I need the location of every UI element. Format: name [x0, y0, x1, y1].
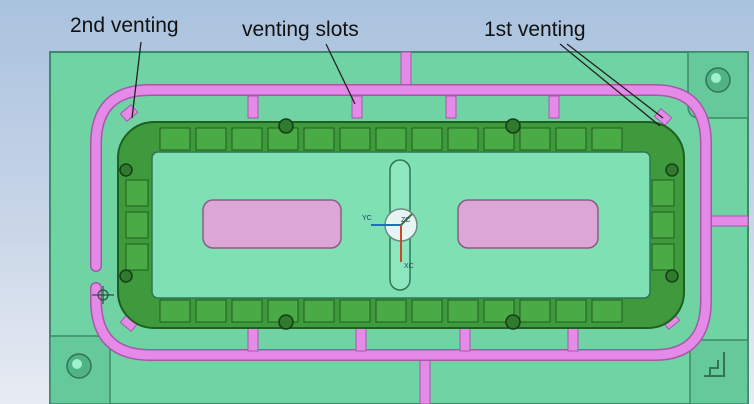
leader-line-1st-venting-a — [566, 43, 664, 119]
venting-slot — [459, 326, 471, 352]
venting-slot — [653, 107, 673, 127]
axis-label-zc: ZC — [401, 217, 410, 224]
axis-label-xc: XC — [404, 263, 414, 270]
leader-line-2nd-venting — [131, 41, 142, 119]
leader-line-1st-venting-b — [559, 43, 661, 127]
pocket-left — [202, 199, 342, 249]
ejector-pins — [119, 118, 679, 330]
venting-slot — [351, 95, 363, 119]
venting-slot — [548, 95, 560, 119]
axis-label-yc: YC — [362, 215, 372, 222]
cavity-cells — [125, 127, 675, 323]
datum-symbol-icon — [92, 286, 114, 304]
label-1st-venting: 1st venting — [484, 18, 586, 41]
vent-channel-outer-fill — [91, 85, 711, 360]
label-venting-slots: venting slots — [242, 18, 359, 41]
exit-vent-bottom — [419, 359, 431, 404]
venting-slot — [567, 326, 579, 352]
label-2nd-venting: 2nd venting — [70, 14, 179, 37]
axis-triad: YC ZC XC — [362, 213, 414, 270]
guide-pin-highlight — [711, 73, 721, 83]
venting-slots — [119, 95, 681, 352]
venting-slot — [445, 95, 457, 119]
guide-pin-highlight — [72, 359, 82, 369]
venting-slot — [247, 95, 259, 119]
step-mark-icon — [704, 352, 725, 377]
leader-line-venting-slots — [325, 43, 356, 105]
venting-slot — [247, 326, 259, 352]
pocket-right — [457, 199, 599, 249]
corner-block-bottom-right — [689, 339, 749, 404]
exit-vent-right — [705, 215, 749, 227]
venting-slot — [355, 326, 367, 352]
